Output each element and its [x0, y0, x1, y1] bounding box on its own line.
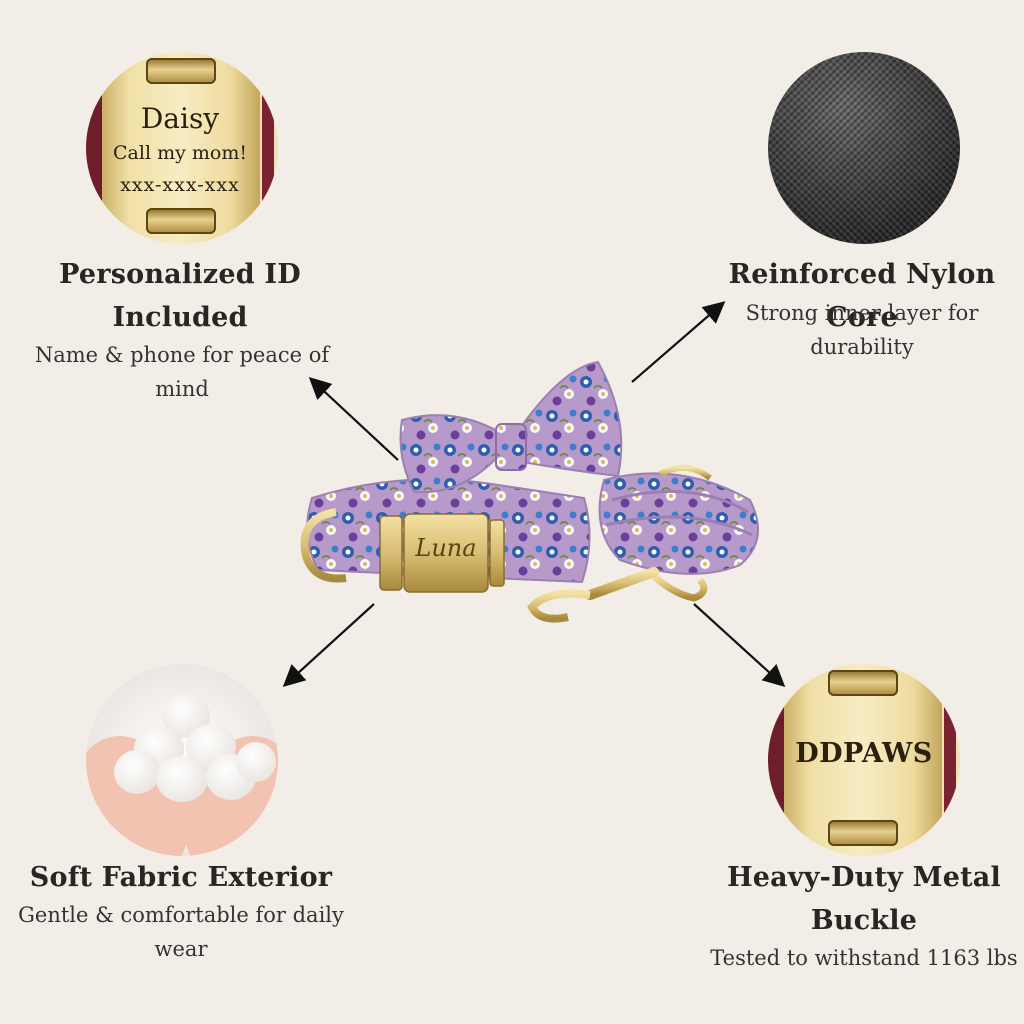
leash-snap-hook [527, 567, 708, 623]
buckle-slot-top [828, 670, 898, 696]
tag-engraved-line2: Call my mom! [113, 142, 247, 164]
nylon-texture-image [768, 52, 960, 244]
soft-fabric-desc-line2: wear [154, 937, 208, 961]
soft-fabric-desc: Gentle & comfortable for daily wear [4, 898, 358, 966]
buckle-slot-bottom [828, 820, 898, 846]
bow-tie [399, 360, 623, 494]
personalized-id-title: Personalized ID Included [40, 253, 320, 339]
buckle-plate [768, 664, 956, 856]
tag-slot-top [146, 58, 216, 84]
id-tag-image: Daisy Call my mom! xxx-xxx-xxx [86, 52, 278, 244]
nylon-core-desc-line2: durability [810, 335, 914, 359]
personalized-id-title-line1: Personalized ID [59, 259, 301, 290]
arrow-to-soft-fabric [282, 603, 375, 687]
metal-buckle-title-line1: Heavy-Duty Metal [727, 862, 1001, 893]
arrow-to-nylon-core [631, 301, 726, 383]
arrow-to-personalized-id [308, 377, 399, 461]
personalized-id-title-line2: Included [112, 302, 248, 333]
id-tag-plate: Daisy Call my mom! xxx-xxx-xxx [86, 52, 274, 244]
collar [300, 478, 591, 593]
personalized-id-desc: Name & phone for peace of mind [10, 338, 354, 406]
cotton-ball [114, 750, 160, 794]
buckle-engraving-text: Luna [415, 534, 477, 562]
metal-buckle-title: Heavy-Duty Metal Buckle [712, 856, 1016, 942]
buckle-brand-text: DDPAWS [795, 738, 933, 769]
metal-buckle-title-line2: Buckle [810, 905, 918, 936]
tag-engraved-name: Daisy [140, 102, 220, 135]
personalized-id-desc-line2: mind [155, 377, 209, 401]
cotton-hands-image [86, 664, 278, 856]
personalized-id-desc-line1: Name & phone for peace of [34, 343, 330, 367]
cotton-ball [156, 756, 208, 802]
soft-fabric-title: Soft Fabric Exterior [29, 862, 333, 893]
nylon-core-title: Reinforced Nylon Core [728, 259, 996, 333]
leash [598, 465, 759, 575]
soft-fabric-desc-line1: Gentle & comfortable for daily [18, 903, 344, 927]
arrow-to-metal-buckle [693, 603, 786, 687]
tag-engraved-line3: xxx-xxx-xxx [120, 174, 240, 196]
metal-buckle-image: DDPAWS [768, 664, 960, 856]
tag-slot-bottom [146, 208, 216, 234]
metal-buckle-desc: Tested to withstand 1163 lbs [710, 946, 1018, 970]
nylon-core-desc-line1: Strong inner layer for [745, 301, 979, 325]
nylon-core-desc: Strong inner layer for durability [720, 296, 1004, 364]
cotton-ball [236, 742, 276, 782]
